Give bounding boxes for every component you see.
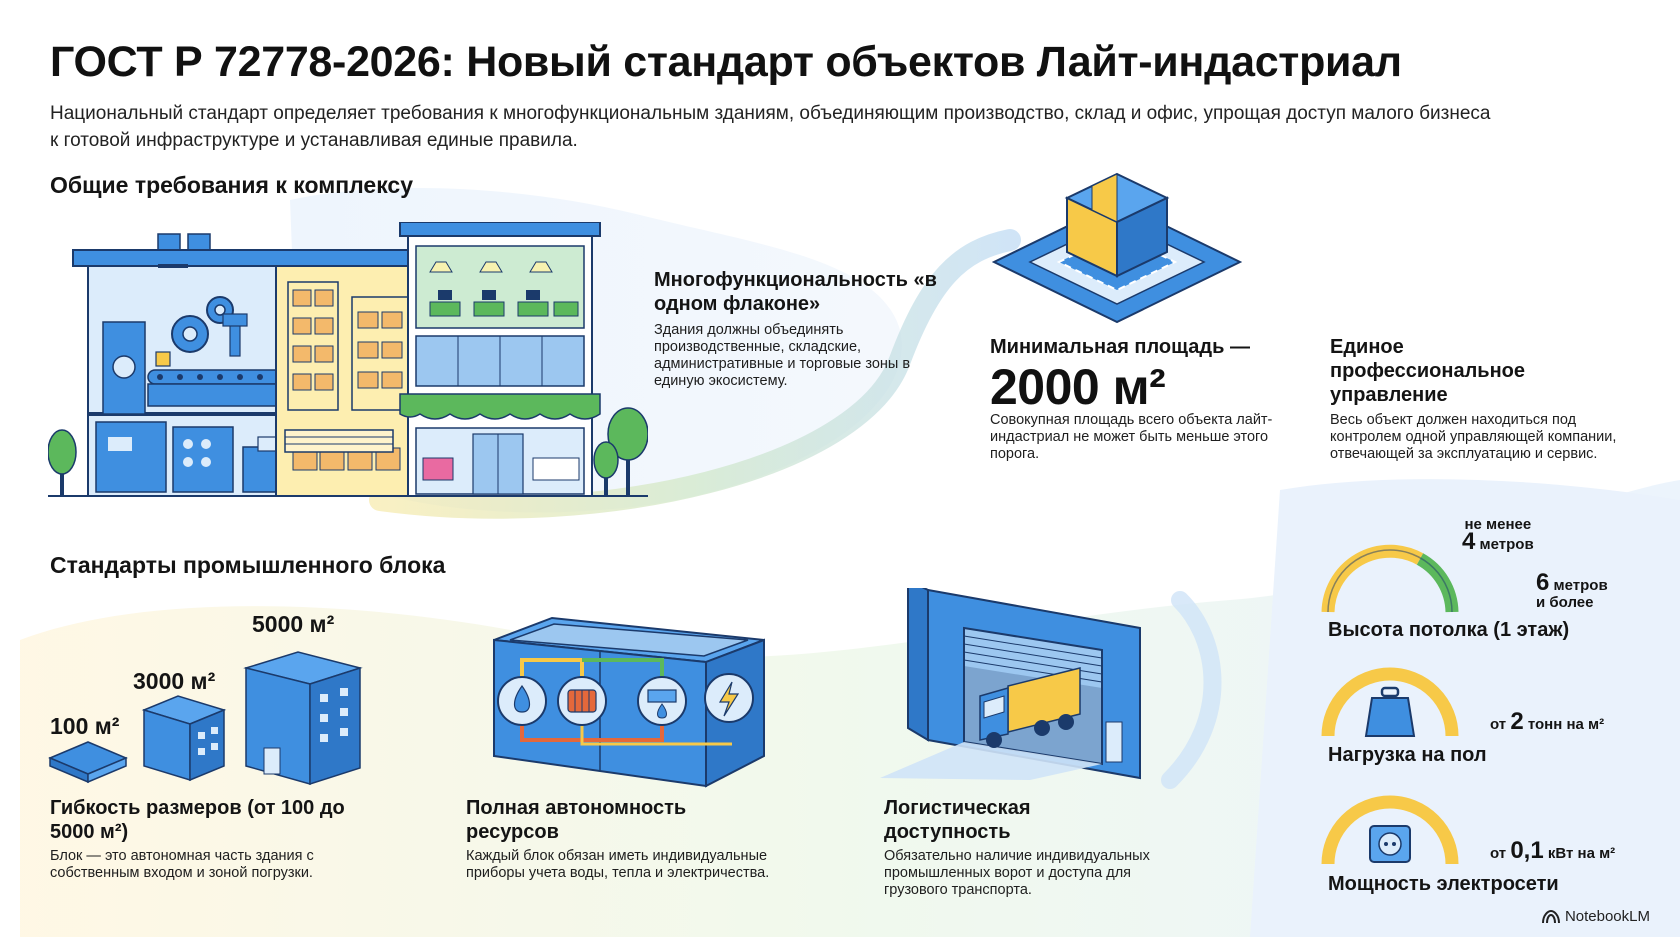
floor-load-label: Нагрузка на пол <box>1328 744 1487 766</box>
floor-load-prefix: от <box>1490 716 1507 733</box>
gear-icon <box>112 355 136 379</box>
min-area-title: Минимальная площадь — <box>990 336 1250 358</box>
section-heading-industrial: Стандарты промышленного блока <box>50 552 446 578</box>
power-label: Мощность электросети <box>1328 873 1559 895</box>
radiator-icon <box>557 676 607 726</box>
connector-curve <box>369 229 1021 519</box>
water-drop-icon <box>497 676 547 726</box>
page-title: ГОСТ Р 72778-2026: Новый стандарт объект… <box>50 38 1402 86</box>
ceiling-min-unit: метров <box>1479 536 1534 553</box>
area-cube-illustration <box>992 172 1242 324</box>
floor-load-gauge <box>1321 667 1459 737</box>
logistics-desc: Обязательно наличие индивидуальных промы… <box>884 848 1150 898</box>
truck-icon <box>979 667 1081 748</box>
brand-footer: NotebookLM <box>1541 908 1650 925</box>
ceiling-min-number: 4 <box>1462 528 1476 555</box>
management-title: Единое профессиональное управление <box>1330 336 1525 406</box>
meter-icon <box>637 676 687 726</box>
resource-autonomy-illustration <box>493 616 765 788</box>
ceiling-min-annotation: не менее 4 метров <box>1462 516 1534 555</box>
size-label-small: 100 м² <box>50 713 120 739</box>
floor-load-unit: тонн на м² <box>1527 716 1605 733</box>
connector-curve <box>1161 591 1222 789</box>
ceiling-label: Высота потолка (1 этаж) <box>1328 619 1570 641</box>
size-blocks-illustration <box>48 651 363 786</box>
ceiling-max-unit: метров <box>1553 577 1608 594</box>
floor-load-number: 2 <box>1510 708 1524 735</box>
notebooklm-logo-icon <box>1541 909 1560 923</box>
gear-icon <box>171 315 209 353</box>
autonomy-desc: Каждый блок обязан иметь индивидуальные … <box>466 848 770 881</box>
sizes-desc: Блок — это автономная часть здания с соб… <box>50 848 314 881</box>
background-blob <box>1250 479 1680 937</box>
logistics-title: Логистическая доступность <box>884 797 1031 843</box>
power-prefix: от <box>1490 845 1507 862</box>
min-area-desc: Совокупная площадь всего объекта лайт-ин… <box>990 412 1273 462</box>
lightning-icon <box>704 673 754 723</box>
tree-icon <box>607 407 648 495</box>
socket-icon <box>1369 825 1411 863</box>
multifunctional-desc: Здания должны объединять производственны… <box>654 322 911 389</box>
ceiling-height-gauge <box>1321 544 1459 613</box>
power-unit: кВт на м² <box>1547 845 1616 862</box>
ceiling-max-suffix: и более <box>1536 594 1594 611</box>
sizes-title: Гибкость размеров (от 100 до 5000 м²) <box>50 797 345 843</box>
weight-icon <box>1364 686 1416 737</box>
section-heading-general: Общие требования к комплексу <box>50 172 414 198</box>
ceiling-min-prefix: не менее <box>1464 516 1532 533</box>
tree-icon <box>593 441 619 495</box>
power-annotation: от 0,1 кВт на м² <box>1490 839 1616 863</box>
power-gauge <box>1321 795 1459 865</box>
logistics-illustration <box>880 588 1141 780</box>
box-icon <box>155 351 171 367</box>
tree-icon <box>48 429 77 495</box>
min-area-value: 2000 м² <box>990 359 1166 415</box>
page-subtitle: Национальный стандарт определяет требова… <box>50 103 1491 151</box>
size-label-medium: 3000 м² <box>133 668 216 694</box>
power-number: 0,1 <box>1510 837 1544 864</box>
ceiling-max-number: 6 <box>1536 569 1550 596</box>
brand-name: NotebookLM <box>1564 908 1650 925</box>
multifunctional-title: Многофункциональность «в одном флаконе» <box>654 269 937 315</box>
ceiling-max-annotation: 6 метров и более <box>1536 571 1608 612</box>
autonomy-title: Полная автономность ресурсов <box>466 797 687 843</box>
multifunctional-building-illustration <box>48 222 648 497</box>
management-desc: Весь объект должен находиться под контро… <box>1330 412 1617 462</box>
floor-load-annotation: от 2 тонн на м² <box>1490 710 1605 734</box>
size-label-large: 5000 м² <box>252 611 335 637</box>
